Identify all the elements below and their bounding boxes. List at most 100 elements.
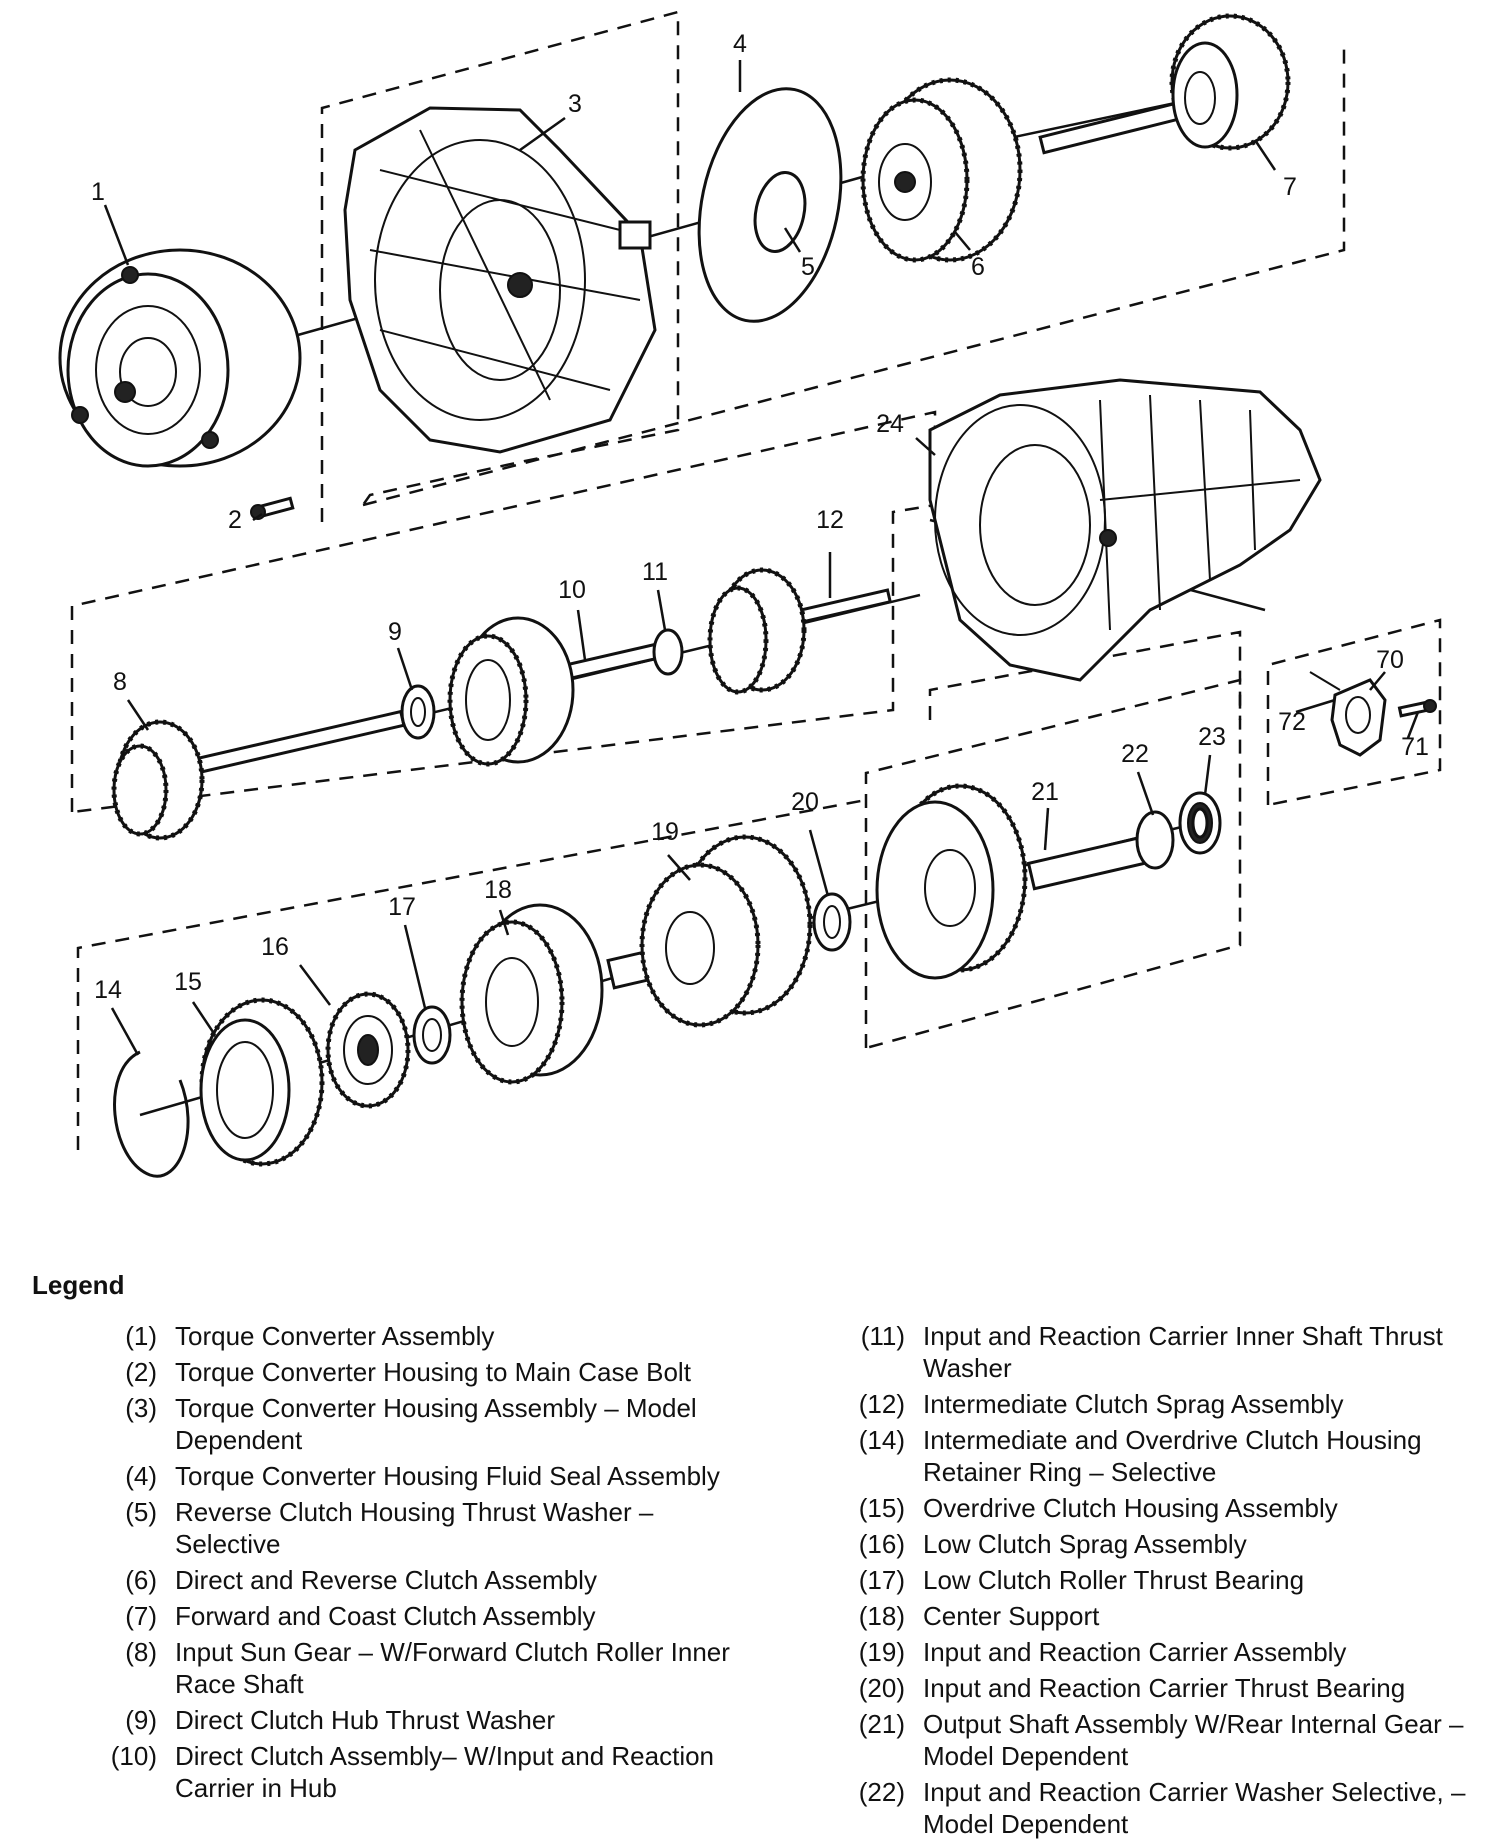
reverse-clutch-thrust-washer xyxy=(753,171,807,253)
legend-item-number: (16) xyxy=(858,1529,905,1559)
callout-17: 17 xyxy=(388,893,416,921)
callout-19: 19 xyxy=(651,818,679,846)
converter-housing xyxy=(343,106,657,454)
legend-title: Legend xyxy=(32,1270,125,1300)
legend-item: (8) Input Sun Gear – W/Forward Clutch Rol… xyxy=(80,1636,740,1700)
legend-item-text: Forward and Coast Clutch Assembly xyxy=(175,1601,596,1631)
intermediate-clutch-sprag xyxy=(707,567,892,695)
callout-9: 9 xyxy=(388,618,402,646)
legend-item-text: Torque Converter Housing Assembly – Mode… xyxy=(175,1393,697,1455)
legend-item: (1) Torque Converter Assembly xyxy=(80,1320,740,1352)
legend-item-text: Input and Reaction Carrier Thrust Bearin… xyxy=(923,1673,1406,1703)
legend-item-text: Intermediate and Overdrive Clutch Housin… xyxy=(923,1425,1422,1487)
legend-item-number: (15) xyxy=(858,1493,905,1523)
callout-23: 23 xyxy=(1198,723,1226,751)
legend-item-text: Intermediate Clutch Sprag Assembly xyxy=(923,1389,1344,1419)
legend-item-number: (7) xyxy=(125,1601,157,1631)
callout-12: 12 xyxy=(816,506,844,534)
legend-item: (10) Direct Clutch Assembly– W/Input and … xyxy=(80,1740,740,1804)
carrier-washer xyxy=(1135,810,1175,870)
legend-item-text: Direct Clutch Hub Thrust Washer xyxy=(175,1705,556,1735)
legend-item-text: Reverse Clutch Housing Thrust Washer – S… xyxy=(175,1497,654,1559)
legend-item: (9)Direct Clutch Hub Thrust Washer xyxy=(80,1704,740,1736)
output-shaft xyxy=(875,783,1149,980)
callout-4: 4 xyxy=(733,30,747,58)
legend-item: (17) Low Clutch Roller Thrust Bearing xyxy=(828,1564,1488,1596)
callout-24: 24 xyxy=(876,410,904,438)
callout-1: 1 xyxy=(91,178,105,206)
callout-14: 14 xyxy=(94,976,122,1004)
callout-18: 18 xyxy=(484,876,512,904)
legend-item-number: (2) xyxy=(125,1357,157,1387)
legend-item-text: Center Support xyxy=(923,1601,1100,1631)
legend-item-text: Input Sun Gear – W/Forward Clutch Roller… xyxy=(175,1637,730,1699)
legend-item: (19)Input and Reaction Carrier Assembly xyxy=(828,1636,1488,1668)
forward-coast-clutch xyxy=(1038,13,1291,155)
legend-item-number: (5) xyxy=(125,1497,157,1527)
legend-item: (6) Direct and Reverse Clutch Assembly xyxy=(80,1564,740,1596)
legend-item-number: (22) xyxy=(858,1777,905,1807)
callout-6: 6 xyxy=(971,253,985,281)
group-outline-top-right xyxy=(362,48,1346,507)
torque-converter xyxy=(58,248,302,468)
legend-item-number: (18) xyxy=(858,1601,905,1631)
legend-item: (16) Low Clutch Sprag Assembly xyxy=(828,1528,1488,1560)
legend-item: (4) Torque Converter Housing Fluid Seal A… xyxy=(80,1460,740,1492)
legend-item-number: (3) xyxy=(125,1393,157,1423)
overdrive-clutch-housing xyxy=(199,997,325,1167)
callout-71: 71 xyxy=(1401,733,1429,761)
legend-item-text: Input and Reaction Carrier Washer Select… xyxy=(923,1777,1466,1839)
legend-item: (11) Input and Reaction Carrier Inner Sha… xyxy=(828,1320,1488,1384)
input-sun-gear xyxy=(111,709,406,841)
group-outline-sensor xyxy=(1266,618,1442,807)
legend-item-number: (1) xyxy=(125,1321,157,1351)
callout-20: 20 xyxy=(791,788,819,816)
legend-column-left: (1) Torque Converter Assembly (2) Torque C… xyxy=(80,1320,740,1808)
retainer-ring xyxy=(113,1050,190,1178)
callout-8: 8 xyxy=(113,668,127,696)
legend-item-number: (21) xyxy=(858,1709,905,1739)
legend-item-text: Input and Reaction Carrier Inner Shaft T… xyxy=(923,1321,1443,1383)
carrier-thrust-bearing xyxy=(812,892,852,952)
legend-item: (12) Intermediate Clutch Sprag Assembly xyxy=(828,1388,1488,1420)
callout-22: 22 xyxy=(1121,740,1149,768)
legend-item-number: (4) xyxy=(125,1461,157,1491)
legend-item-text: Low Clutch Roller Thrust Bearing xyxy=(923,1565,1305,1595)
direct-clutch xyxy=(447,616,677,767)
callout-11: 11 xyxy=(642,558,668,586)
transmission-main-case xyxy=(928,378,1322,682)
group-outline-case xyxy=(928,630,1242,720)
legend-item: (15)Overdrive Clutch Housing Assembly xyxy=(828,1492,1488,1524)
legend-item-text: Torque Converter Housing to Main Case Bo… xyxy=(175,1357,691,1387)
legend-item-text: Direct Clutch Assembly– W/Input and Reac… xyxy=(175,1741,715,1803)
legend-item: (14) Intermediate and Overdrive Clutch Ho… xyxy=(828,1424,1488,1488)
direct-clutch-hub-thrust-washer xyxy=(400,684,436,740)
callout-5: 5 xyxy=(801,253,815,281)
legend-item-text: Low Clutch Sprag Assembly xyxy=(923,1529,1247,1559)
direct-reverse-clutch xyxy=(860,77,1023,263)
exploded-transmission-diagram: 1 2 3 4 5 6 7 8 9 10 11 12 14 15 16 17 1… xyxy=(58,10,1442,1178)
inner-shaft-thrust-washer xyxy=(652,628,684,676)
legend-item-number: (10) xyxy=(110,1741,157,1771)
legend-item-text: Direct and Reverse Clutch Assembly xyxy=(175,1565,597,1595)
legend-item: (20)Input and Reaction Carrier Thrust Be… xyxy=(828,1672,1488,1704)
callout-7: 7 xyxy=(1283,173,1297,201)
callout-16: 16 xyxy=(261,933,289,961)
group-outline-top xyxy=(320,10,680,522)
legend-item-text: Torque Converter Housing Fluid Seal Asse… xyxy=(175,1461,720,1491)
legend-item: (22) Input and Reaction Carrier Washer Se… xyxy=(828,1776,1488,1840)
group-outline-bottom xyxy=(76,798,867,1150)
housing-bolt xyxy=(250,496,295,520)
legend-item-number: (6) xyxy=(125,1565,157,1595)
legend-item-text: Torque Converter Assembly xyxy=(175,1321,495,1351)
center-support xyxy=(459,903,604,1085)
callout-21: 21 xyxy=(1031,778,1059,806)
callout-2: 2 xyxy=(228,506,242,534)
legend-item-number: (14) xyxy=(858,1425,905,1455)
legend-item-number: (17) xyxy=(858,1565,905,1595)
legend-item-number: (8) xyxy=(125,1637,157,1667)
legend-item: (2) Torque Converter Housing to Main Case… xyxy=(80,1356,740,1388)
legend-item-number: (11) xyxy=(860,1321,905,1351)
legend-item: (3) Torque Converter Housing Assembly – M… xyxy=(80,1392,740,1456)
legend-item-number: (12) xyxy=(858,1389,905,1419)
